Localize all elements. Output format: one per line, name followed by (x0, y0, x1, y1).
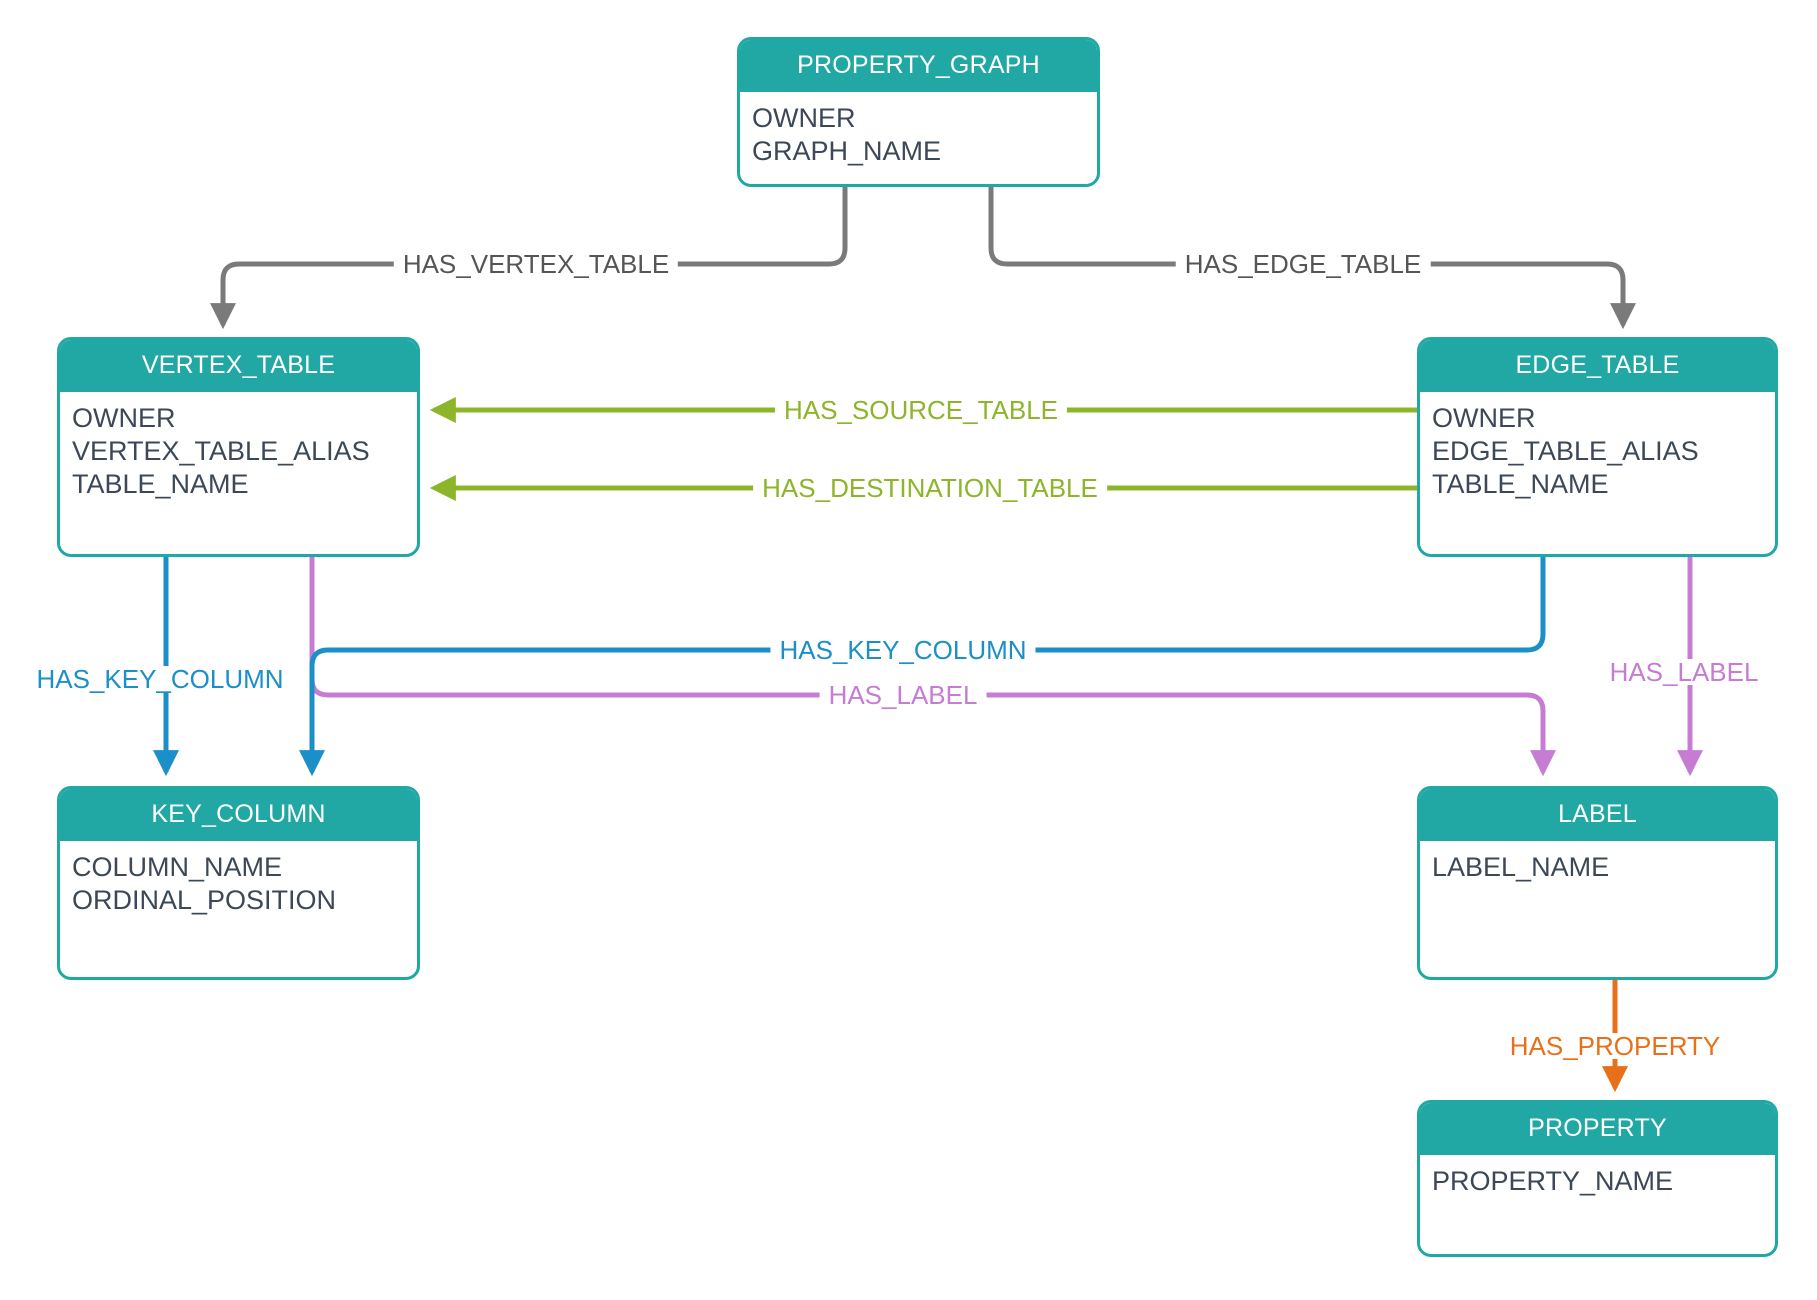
attribute: TABLE_NAME (1432, 468, 1609, 499)
entity-attribute-list: COLUMN_NAME ORDINAL_POSITION (60, 841, 417, 917)
entity-label[interactable]: LABEL LABEL_NAME (1417, 786, 1778, 980)
entity-attribute-list: LABEL_NAME (1420, 841, 1775, 884)
entity-title: PROPERTY_GRAPH (740, 40, 1097, 92)
attribute: EDGE_TABLE_ALIAS (1432, 435, 1699, 466)
attribute: OWNER (1432, 403, 1536, 433)
entity-attribute-list: OWNER GRAPH_NAME (740, 92, 1097, 168)
entity-edge-table[interactable]: EDGE_TABLE OWNER EDGE_TABLE_ALIAS TABLE_… (1417, 337, 1778, 557)
entity-vertex-table[interactable]: VERTEX_TABLE OWNER VERTEX_TABLE_ALIAS TA… (57, 337, 420, 557)
attribute: GRAPH_NAME (752, 135, 942, 166)
relationship-label-has-destination-table: HAS_DESTINATION_TABLE (753, 475, 1107, 501)
entity-attribute-list: OWNER VERTEX_TABLE_ALIAS TABLE_NAME (60, 392, 417, 501)
relationship-label-has-key-column-edge: HAS_KEY_COLUMN (770, 637, 1036, 663)
attribute: OWNER (752, 103, 856, 133)
attribute: TABLE_NAME (72, 468, 249, 499)
entity-title: VERTEX_TABLE (60, 340, 417, 392)
entity-property[interactable]: PROPERTY PROPERTY_NAME (1417, 1100, 1778, 1257)
entity-key-column[interactable]: KEY_COLUMN COLUMN_NAME ORDINAL_POSITION (57, 786, 420, 980)
entity-property-graph[interactable]: PROPERTY_GRAPH OWNER GRAPH_NAME (737, 37, 1100, 187)
entity-title: PROPERTY (1420, 1103, 1775, 1155)
relationship-label-has-property: HAS_PROPERTY (1500, 1033, 1730, 1059)
entity-attribute-list: PROPERTY_NAME (1420, 1155, 1775, 1198)
relationship-label-has-vertex-table: HAS_VERTEX_TABLE (393, 251, 679, 277)
attribute: PROPERTY_NAME (1432, 1166, 1674, 1196)
relationship-label-has-label-edge: HAS_LABEL (1600, 659, 1768, 685)
entity-title: EDGE_TABLE (1420, 340, 1775, 392)
relationship-label-has-edge-table: HAS_EDGE_TABLE (1175, 251, 1431, 277)
attribute: LABEL_NAME (1432, 852, 1610, 882)
attribute: OWNER (72, 403, 176, 433)
entity-attribute-list: OWNER EDGE_TABLE_ALIAS TABLE_NAME (1420, 392, 1775, 501)
relationship-label-has-key-column-vertex: HAS_KEY_COLUMN (27, 666, 293, 692)
relationship-label-has-source-table: HAS_SOURCE_TABLE (774, 397, 1068, 423)
attribute: ORDINAL_POSITION (72, 884, 337, 915)
entity-title: KEY_COLUMN (60, 789, 417, 841)
entity-title: LABEL (1420, 789, 1775, 841)
attribute: COLUMN_NAME (72, 852, 283, 882)
attribute: VERTEX_TABLE_ALIAS (72, 435, 370, 466)
relationship-label-has-label-vertex: HAS_LABEL (819, 682, 987, 708)
